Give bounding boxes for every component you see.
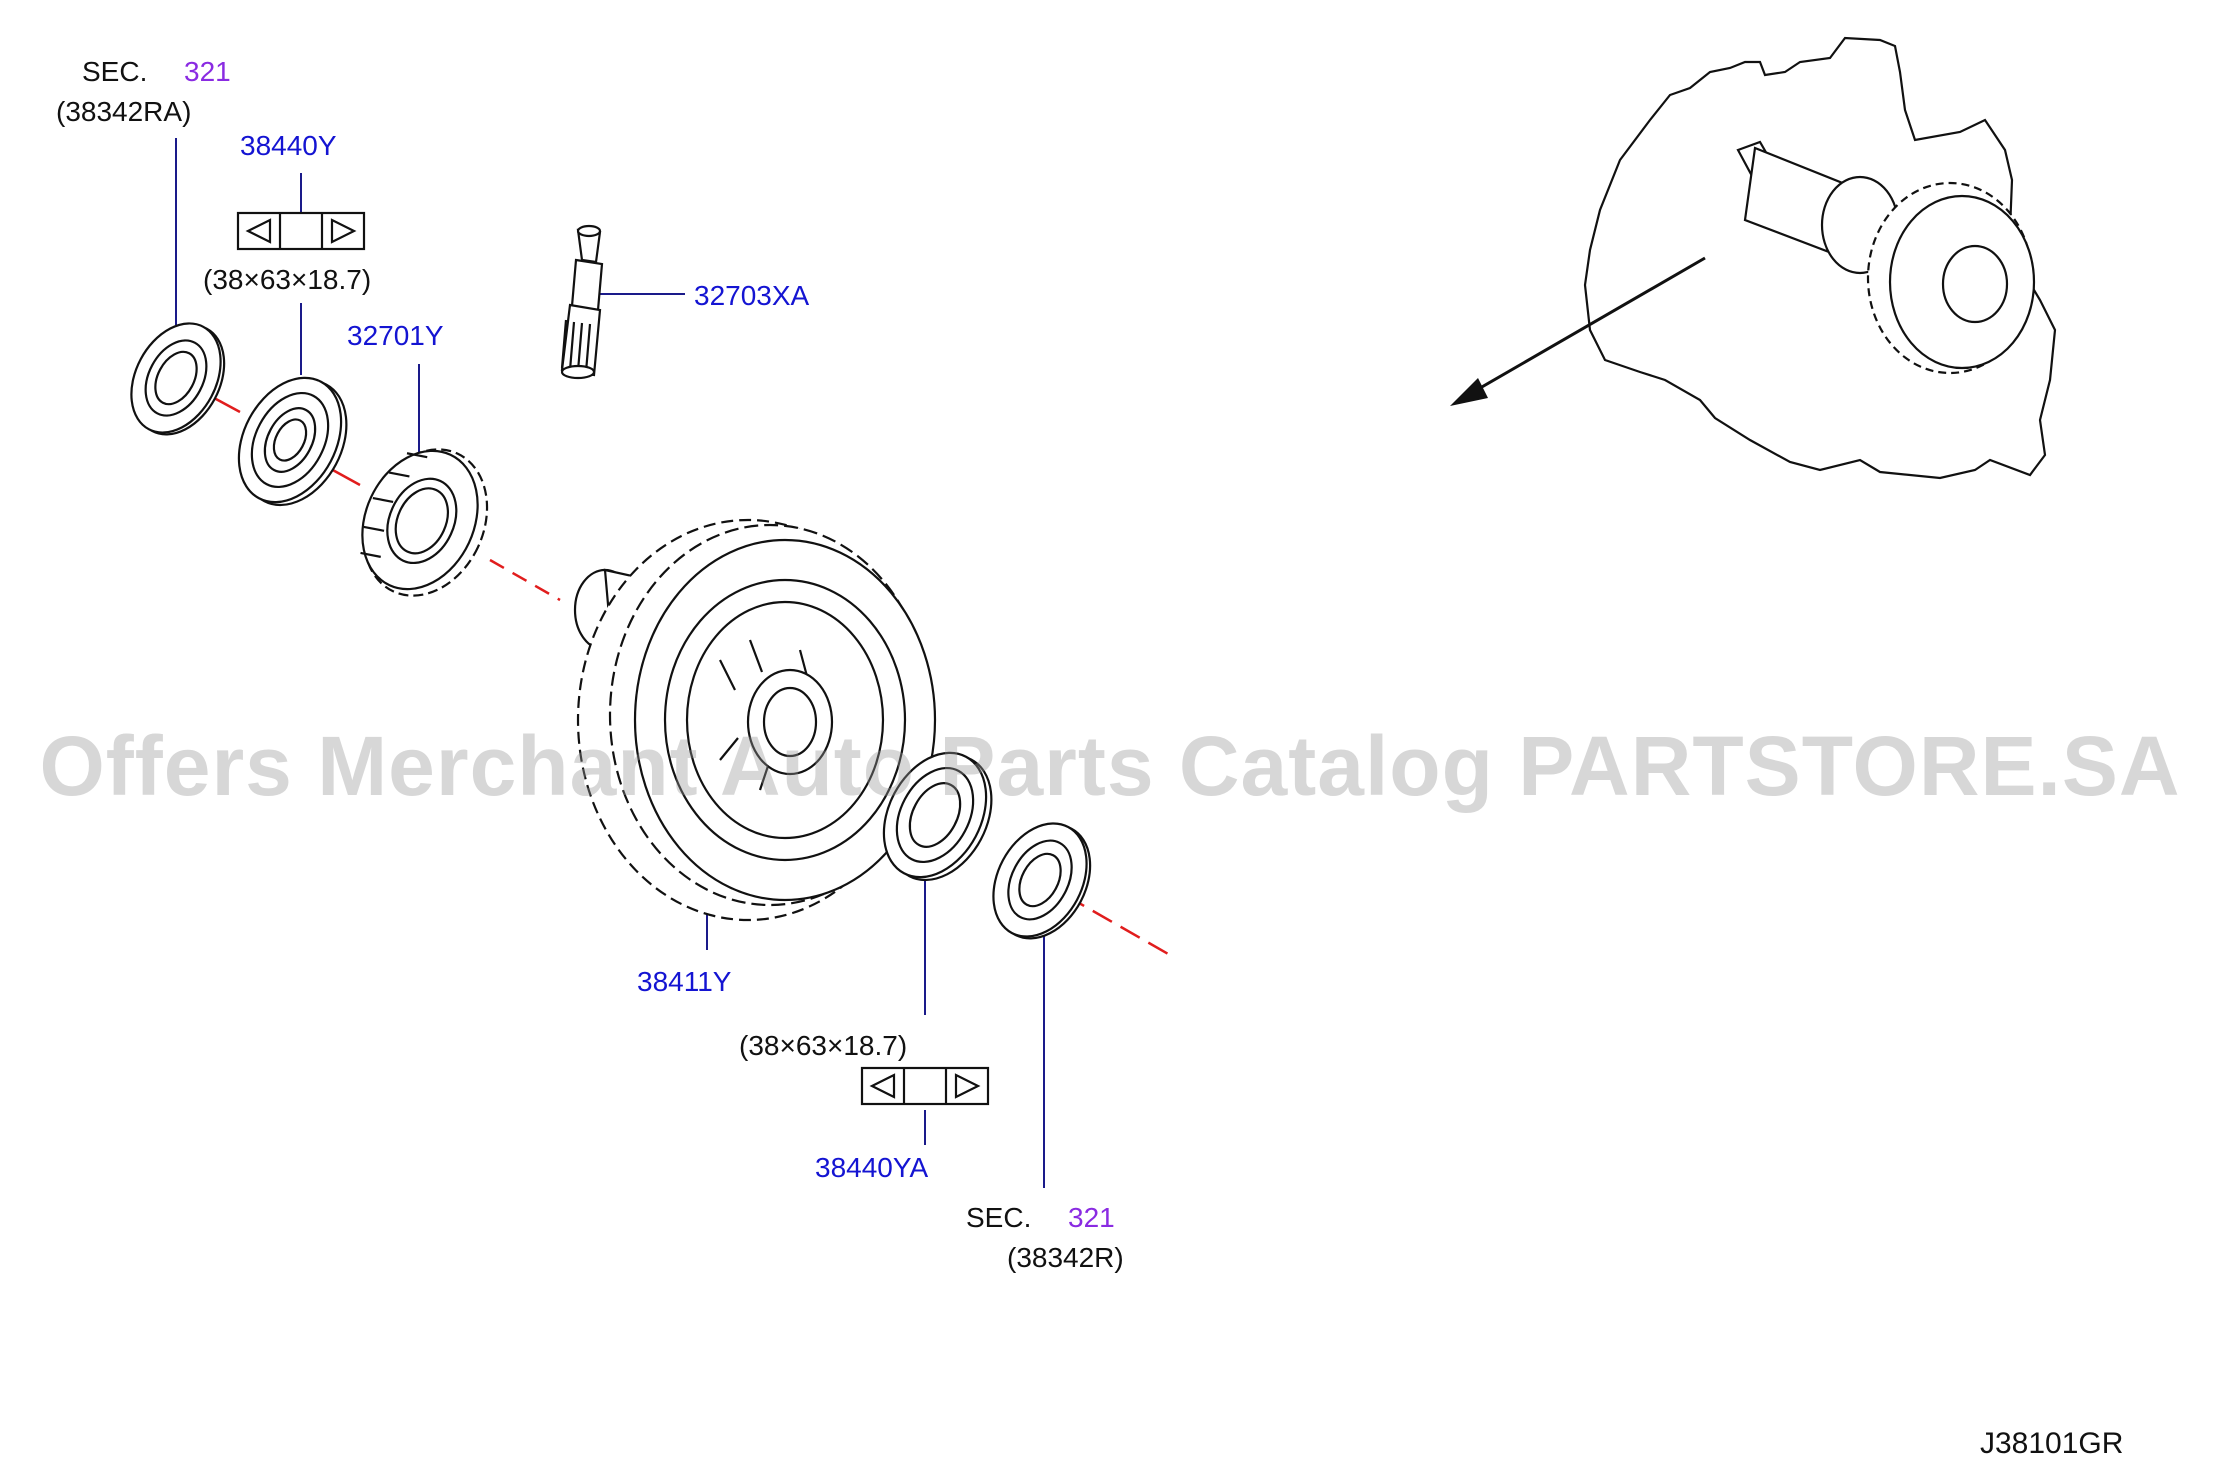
part-38411Y-label[interactable]: 38411Y [637, 966, 732, 997]
part-32701Y-label[interactable]: 32701Y [347, 320, 444, 351]
dimension-top: (38×63×18.7) [203, 264, 372, 295]
pinion-gear-icon [360, 448, 489, 597]
sec-bottom-number[interactable]: 321 [1068, 1202, 1115, 1233]
shim-symbol-icon-bottom [860, 1066, 990, 1106]
direction-arrow-icon [1450, 256, 1706, 406]
bearing-left-icon [130, 322, 226, 436]
part-38440Y-label[interactable]: 38440Y [240, 130, 337, 161]
sec-top-number[interactable]: 321 [184, 56, 231, 87]
shim-symbol-icon-top [236, 211, 366, 251]
differential-gear-icon [573, 518, 937, 922]
part-32703XA-label[interactable]: 32703XA [694, 280, 810, 311]
sec-bottom-ref: (38342R) [1007, 1242, 1124, 1273]
bearing-38440Y-icon [237, 376, 348, 507]
transaxle-location-icon [1583, 36, 2057, 480]
bearing-38440YA-icon [882, 751, 993, 882]
sec-top-prefix: SEC. [82, 56, 148, 87]
dimension-bottom: (38×63×18.7) [739, 1030, 908, 1061]
part-38440YA-label[interactable]: 38440YA [815, 1152, 929, 1183]
bearing-right-icon [992, 822, 1092, 940]
diagram-code: J38101GR [1980, 1427, 2124, 1460]
sec-bottom-prefix: SEC. [966, 1202, 1032, 1233]
shaft-icon [560, 224, 604, 380]
sec-top-ref: (38342RA) [56, 96, 192, 127]
